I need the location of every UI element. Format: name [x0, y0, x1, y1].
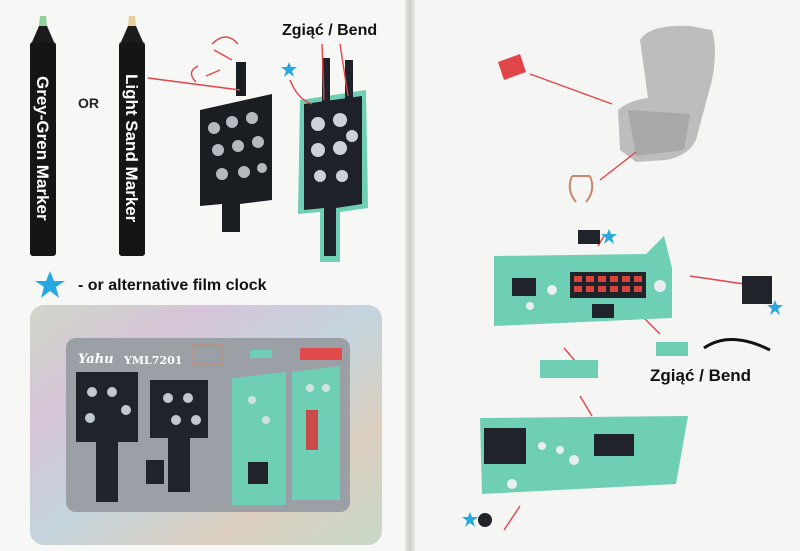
clock-decal	[578, 230, 600, 244]
left-arrows	[147, 36, 349, 105]
seat-handle-part	[568, 175, 594, 203]
instrument-panel-green-backing	[298, 58, 368, 262]
star-icon	[767, 300, 783, 315]
knob-part	[478, 513, 492, 527]
cockpit-side-console-lower	[480, 416, 688, 494]
light-sand-marker: Light Sand Marker	[117, 16, 147, 256]
legend-text: - or alternative film clock	[78, 277, 267, 294]
switch-strip	[540, 360, 598, 378]
star-icon	[601, 229, 617, 244]
instrument-panel-black	[200, 62, 272, 232]
bend-label-right: Zgiąć / Bend	[650, 366, 752, 385]
or-label: OR	[78, 95, 99, 111]
bend-label-top: Zgiąć / Bend	[282, 22, 378, 39]
ejection-seat	[618, 25, 715, 163]
small-part	[656, 342, 688, 356]
star-icon	[462, 512, 478, 527]
gauge-decal	[742, 276, 772, 304]
cockpit-side-console-upper	[494, 236, 672, 326]
bend-wire-part	[703, 338, 771, 352]
page-fold	[405, 0, 415, 551]
sheet-code: YML7201	[124, 354, 183, 367]
sheet-brand-logo: Yahu	[78, 352, 114, 367]
seat-belt-part	[498, 54, 526, 80]
right-arrows	[503, 73, 745, 531]
grey-green-marker: Grey-Gren Marker	[28, 16, 58, 256]
star-icon	[281, 62, 297, 77]
